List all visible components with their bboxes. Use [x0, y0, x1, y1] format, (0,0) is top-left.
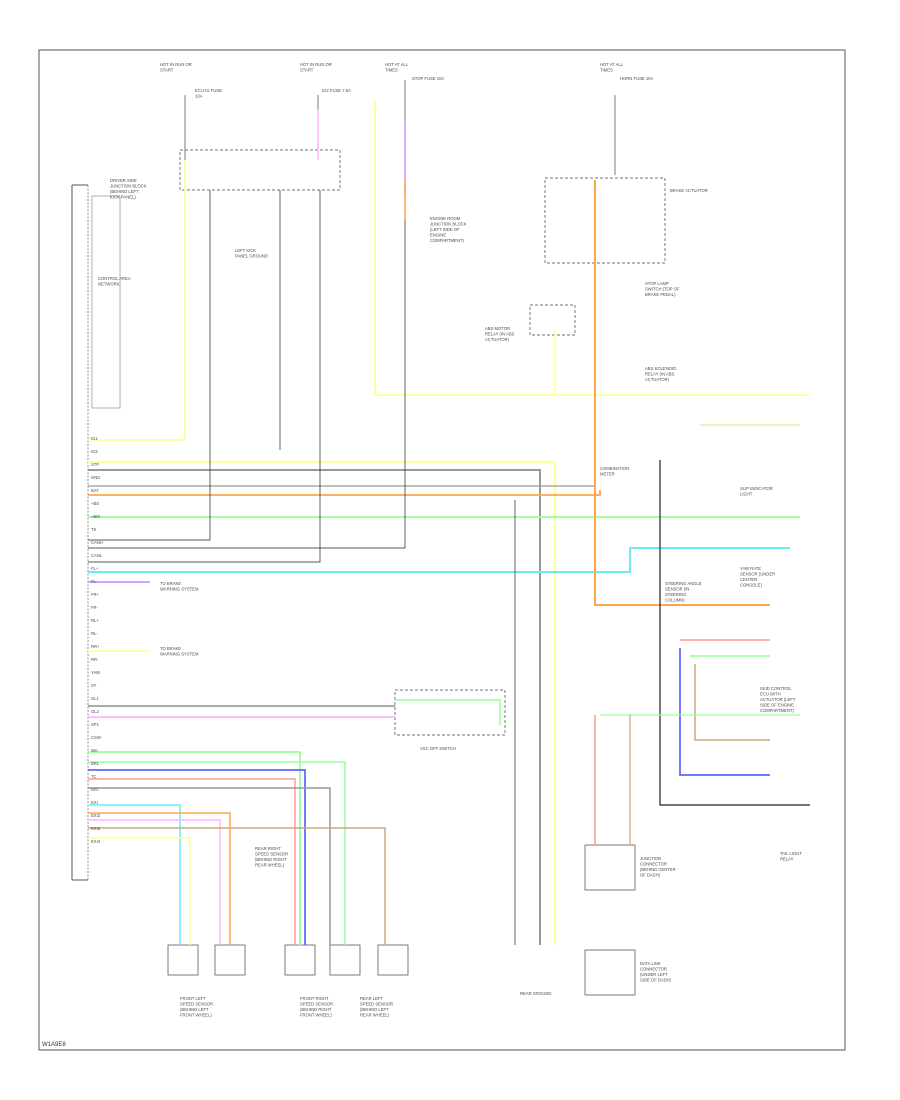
- pin-label: RR+: [91, 644, 100, 649]
- pin-label: SP1: [91, 722, 100, 727]
- wire-brown: [88, 827, 386, 945]
- fuse-group: [167, 80, 666, 996]
- pin-label: FL+: [91, 566, 99, 571]
- wire-green-3: [88, 761, 346, 945]
- pin-label: BRL: [91, 761, 100, 766]
- wire-yellow-top: [374, 100, 810, 396]
- wire-yellow-3: [88, 837, 191, 945]
- pin-label: CSW: [91, 735, 101, 740]
- wire-orange: [88, 490, 601, 496]
- diagram-border: [38, 49, 846, 1051]
- wire-green-2: [88, 751, 301, 945]
- wire-black-1: [88, 190, 211, 541]
- label-stop-fuse: STOP FUSE 10A: [412, 76, 444, 81]
- pin-label: FR-: [91, 605, 99, 610]
- pin-label: EXI: [91, 800, 98, 805]
- wire-green-vsc: [395, 699, 501, 725]
- pin-label: GL1: [91, 696, 100, 701]
- pin-label: +BS: [91, 501, 99, 506]
- pin-label: WA: [91, 748, 98, 753]
- pin-label: YAW: [91, 670, 100, 675]
- label-ig2-fuse: IG2 FUSE 7.5A: [322, 88, 351, 93]
- wire-blue: [88, 769, 306, 945]
- wire-yellow-long: [88, 461, 556, 945]
- pin-label: EXI2: [91, 813, 101, 818]
- pin-label: RL-: [91, 631, 98, 636]
- wire-ig1: [88, 160, 186, 441]
- pin-label: FL-: [91, 579, 98, 584]
- skid-control-ecu-block: [71, 184, 121, 881]
- wire-red: [88, 778, 296, 945]
- label-brake-actuator: BRAKE ACTUATOR: [670, 188, 708, 193]
- pin-label: TC: [91, 774, 97, 779]
- wire-black-right: [659, 460, 810, 806]
- pin-label: GL2: [91, 709, 100, 714]
- wire-orange-right: [594, 180, 770, 606]
- pin-label: D/G: [91, 787, 98, 792]
- pin-label: EXI4: [91, 839, 101, 844]
- wire-cyan: [88, 547, 790, 573]
- pin-label: BAT: [91, 488, 99, 493]
- wire-brown-right: [694, 664, 770, 741]
- pin-label: EXI3: [91, 826, 101, 831]
- figure-id: W1A9E8: [42, 1042, 66, 1048]
- label-rear-ground: REAR GROUND: [520, 991, 551, 996]
- pin-label: IG1: [91, 436, 98, 441]
- pin-label: TS: [91, 527, 97, 532]
- pin-label: IG2: [91, 449, 98, 454]
- wire-grey-3: [88, 787, 331, 945]
- pin-label: ST: [91, 683, 97, 688]
- label-vsc-off-switch: VSC OFF SWITCH: [420, 746, 456, 751]
- label-horn-fuse: HORN FUSE 10A: [620, 76, 653, 81]
- pin-label: STP: [91, 462, 99, 467]
- pin-label: CANL: [91, 553, 103, 558]
- wire-grey-long: [88, 469, 541, 945]
- wire-orange-2: [88, 812, 231, 945]
- pin-label: GND: [91, 475, 100, 480]
- wire-layer: [88, 100, 810, 945]
- pin-label: RL+: [91, 618, 99, 623]
- pin-label: CANH: [91, 540, 103, 545]
- pin-label: +BM: [91, 514, 100, 519]
- pin-label: FR+: [91, 592, 100, 597]
- pin-label: RR-: [91, 657, 99, 662]
- wire-black-3: [88, 220, 406, 549]
- wire-cyan-2: [88, 804, 181, 945]
- wire-pink-2: [88, 819, 221, 945]
- wire-black-2: [88, 190, 321, 563]
- wire-blue-right: [679, 648, 770, 776]
